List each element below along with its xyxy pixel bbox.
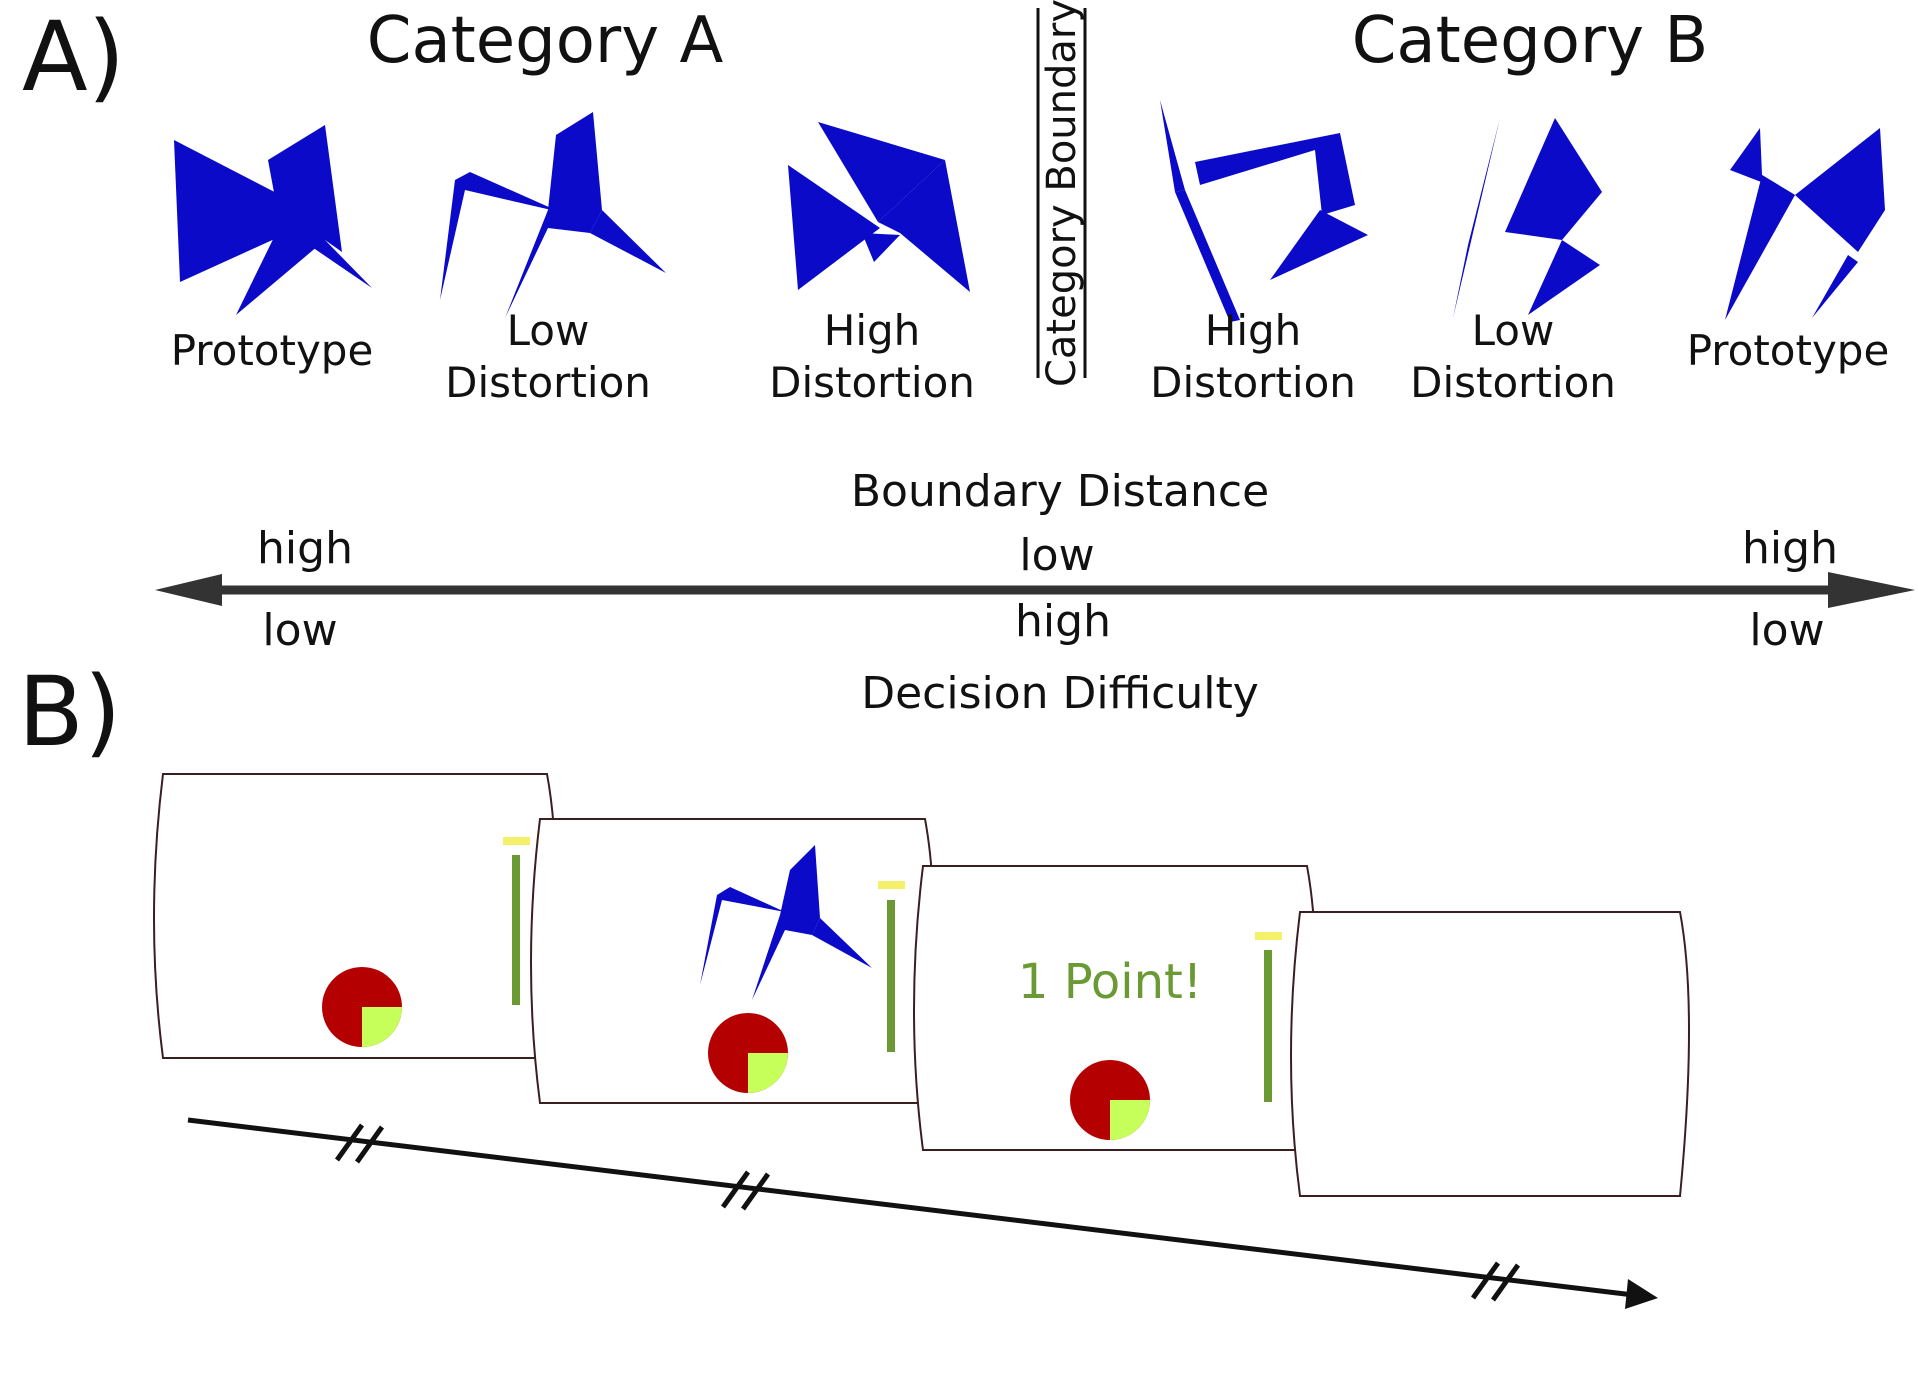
label-a-high-line1: High bbox=[824, 306, 921, 355]
label-a-low-line2: Distortion bbox=[445, 358, 651, 407]
timer-bar-cap bbox=[1255, 932, 1282, 940]
category-a-title: Category A bbox=[367, 4, 724, 78]
timer-bar-cap bbox=[503, 837, 530, 845]
label-a-low-line1: Low bbox=[507, 306, 590, 355]
stimulus-b-low-distortion bbox=[1453, 118, 1602, 318]
trial-stimulus bbox=[700, 845, 872, 1000]
label-b-prototype: Prototype bbox=[1687, 326, 1890, 375]
axis-right-top: high bbox=[1742, 523, 1838, 574]
timeline-arrow bbox=[187, 1117, 1658, 1309]
double-arrow-axis bbox=[155, 572, 1915, 608]
panel-a-label: A) bbox=[22, 1, 125, 113]
stimulus-a-high-distortion bbox=[788, 122, 970, 292]
axis-left-top: high bbox=[257, 523, 353, 574]
axis-right-bottom: low bbox=[1749, 605, 1824, 656]
label-a-high-line2: Distortion bbox=[769, 358, 975, 407]
axis-center-top: low bbox=[1019, 530, 1094, 581]
label-b-high-line2: Distortion bbox=[1150, 358, 1356, 407]
screen-fixation bbox=[153, 773, 557, 1059]
timer-bar bbox=[1264, 950, 1272, 1102]
feedback-text: 1 Point! bbox=[1018, 954, 1202, 1010]
axis-left-bottom: low bbox=[262, 605, 337, 656]
stimulus-a-prototype bbox=[174, 125, 372, 315]
label-b-high-line1: High bbox=[1205, 306, 1302, 355]
label-a-prototype: Prototype bbox=[171, 326, 374, 375]
decision-difficulty-title: Decision Difficulty bbox=[861, 668, 1259, 719]
screen-feedback: 1 Point! bbox=[913, 865, 1317, 1151]
label-b-low-line1: Low bbox=[1472, 306, 1555, 355]
panel-b-label: B) bbox=[18, 656, 121, 768]
stimulus-a-low-distortion bbox=[440, 112, 666, 318]
progress-ring bbox=[322, 967, 402, 1047]
screen-stimulus bbox=[530, 818, 935, 1104]
label-b-low-line2: Distortion bbox=[1410, 358, 1616, 407]
stimulus-b-prototype bbox=[1725, 128, 1885, 320]
progress-ring bbox=[708, 1013, 788, 1093]
timer-bar bbox=[887, 900, 895, 1052]
screen-blank bbox=[1290, 911, 1690, 1197]
progress-ring bbox=[1070, 1060, 1150, 1140]
timer-bar-cap bbox=[878, 881, 905, 889]
boundary-distance-title: Boundary Distance bbox=[851, 466, 1269, 517]
axis-center-bottom: high bbox=[1015, 596, 1111, 647]
category-boundary: Category Boundary bbox=[1036, 0, 1087, 387]
stimulus-b-high-distortion bbox=[1160, 100, 1368, 322]
boundary-label: Category Boundary bbox=[1039, 0, 1085, 387]
timer-bar bbox=[512, 855, 520, 1005]
category-b-title: Category B bbox=[1352, 4, 1709, 78]
